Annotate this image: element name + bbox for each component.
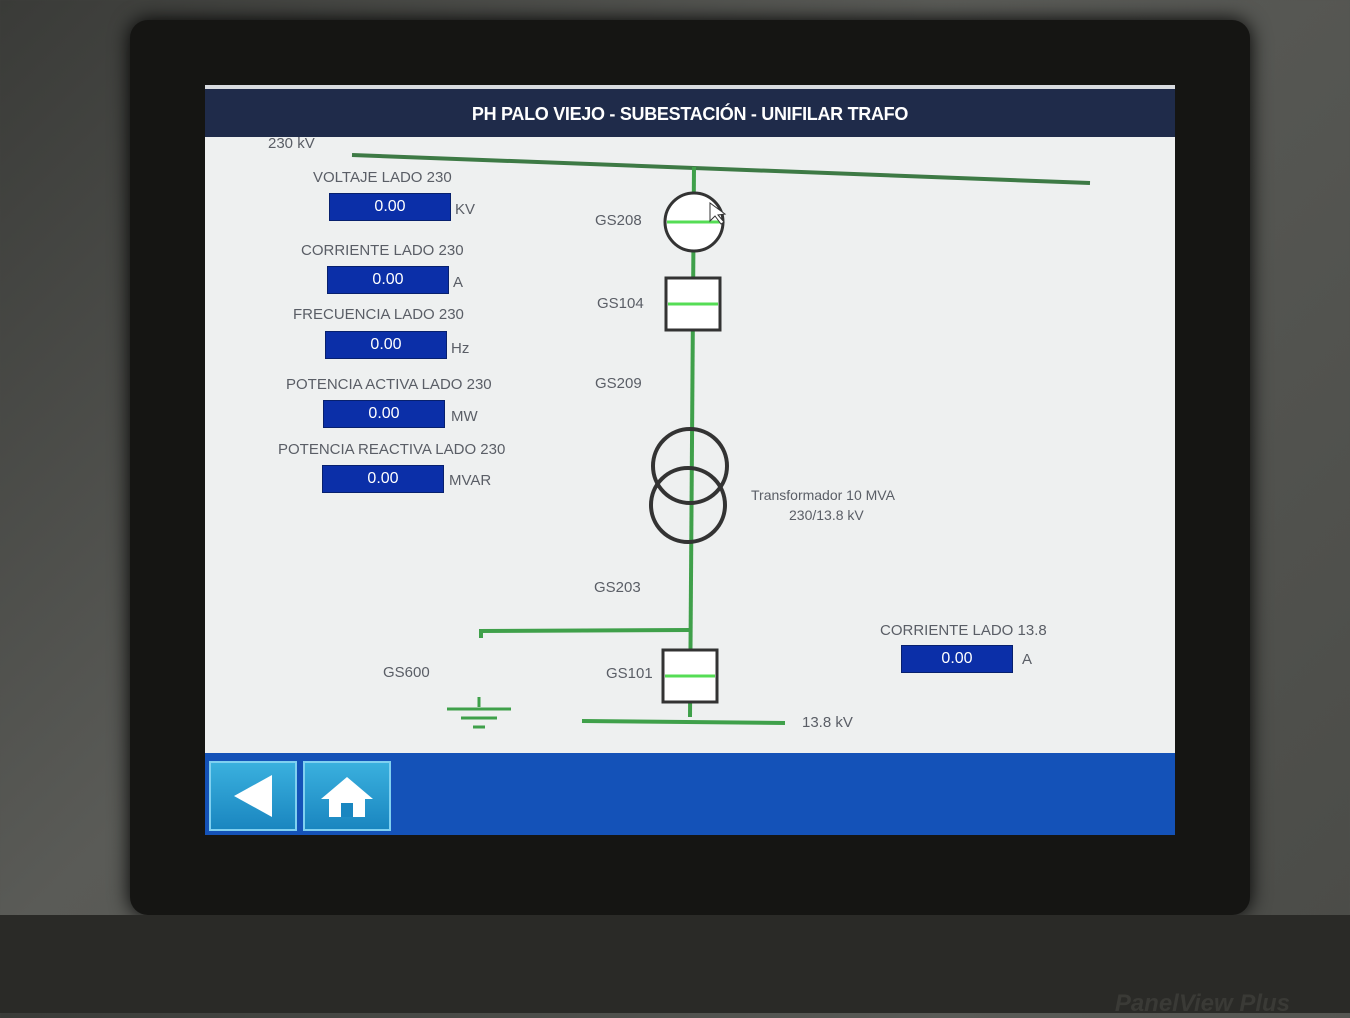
- ground-icon: [447, 697, 511, 729]
- voltage-230-field: 0.00: [329, 193, 451, 221]
- gs209-label: GS209: [595, 375, 642, 392]
- brand-logo: PanelView Plus: [1114, 990, 1290, 1017]
- unit-label: A: [453, 274, 464, 291]
- cursor-icon: [709, 202, 727, 225]
- transformer-name: Transformador 10 MVA: [751, 487, 895, 503]
- reactive-power-230-field: 0.00: [322, 465, 444, 493]
- gs203-label: GS203: [594, 579, 641, 596]
- gs104-label: GS104: [597, 295, 644, 312]
- measurement-label: CORRIENTE LADO 230: [301, 242, 464, 259]
- gs600-branch: [479, 628, 691, 633]
- home-button[interactable]: [303, 761, 391, 831]
- unit-label: KV: [455, 201, 476, 218]
- gs208-label: GS208: [595, 212, 642, 229]
- measurement-label: POTENCIA ACTIVA LADO 230: [286, 376, 492, 393]
- page-title: PH PALO VIEJO - SUBESTACIÓN - UNIFILAR T…: [205, 85, 1175, 137]
- device-housing: [0, 915, 1350, 1013]
- home-icon: [321, 777, 373, 817]
- frequency-230-field: 0.00: [325, 331, 447, 359]
- active-power-230-field: 0.00: [323, 400, 445, 428]
- bus-13-8kv: [581, 719, 786, 725]
- unit-label: MW: [451, 408, 478, 425]
- back-arrow-icon: [234, 775, 272, 817]
- bus-13-8-label: 13.8 kV: [802, 714, 853, 731]
- single-line-diagram: [351, 153, 1091, 729]
- gs101-label: GS101: [606, 665, 653, 682]
- measurement-label: VOLTAJE LADO 230: [313, 169, 452, 186]
- hmi-screen: PH PALO VIEJO - SUBESTACIÓN - UNIFILAR T…: [205, 85, 1175, 835]
- current-230-field: 0.00: [327, 266, 449, 294]
- main-feeder-line: [688, 166, 696, 718]
- unit-label: Hz: [451, 340, 470, 357]
- back-button[interactable]: [209, 761, 297, 831]
- bus-230-label: 230 kV: [268, 135, 315, 152]
- unit-label: MVAR: [449, 472, 492, 489]
- transformer-primary: [651, 427, 729, 505]
- current-13-8-label: CORRIENTE LADO 13.8: [880, 622, 1047, 639]
- navigation-bar: [205, 753, 1175, 835]
- unit-label: A: [1022, 651, 1033, 668]
- measurement-label: POTENCIA REACTIVA LADO 230: [278, 441, 506, 458]
- current-13-8-field: 0.00: [901, 645, 1013, 673]
- gs600-label: GS600: [383, 664, 430, 681]
- measurement-label: FRECUENCIA LADO 230: [293, 306, 464, 323]
- transformer-ratio: 230/13.8 kV: [789, 507, 864, 523]
- bus-230kv: [351, 153, 1091, 185]
- transformer-secondary: [649, 466, 727, 544]
